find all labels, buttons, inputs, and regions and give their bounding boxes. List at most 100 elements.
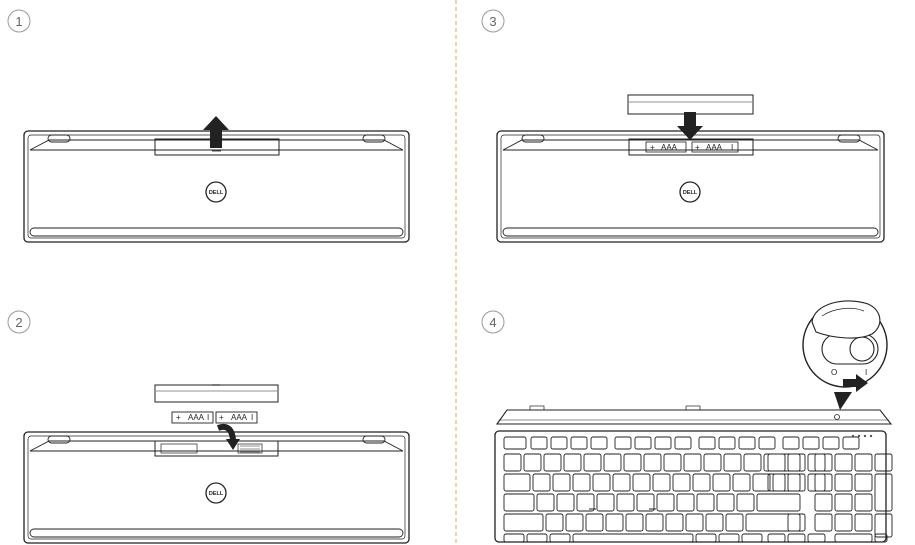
foot-right	[837, 134, 861, 143]
power-switch-dot	[834, 414, 840, 420]
keyboard-key	[526, 533, 548, 543]
foot-left	[521, 134, 545, 143]
foot-right	[362, 134, 386, 143]
keyboard-key	[732, 473, 751, 492]
keyboard-key	[572, 533, 694, 543]
keyboard-key	[632, 473, 651, 492]
keyboard-key	[854, 453, 873, 472]
keyboard-key	[563, 453, 582, 472]
svg-text:AAA: AAA	[661, 143, 678, 152]
step-number-badge: 2	[7, 310, 31, 334]
keyboard-key	[738, 436, 756, 450]
keyboard-key	[814, 473, 833, 492]
keyboard-key	[756, 493, 801, 512]
installed-battery-left: + AAA	[645, 141, 687, 153]
keyboard-key	[530, 436, 548, 450]
keyboard-key	[787, 513, 806, 532]
keyboard-key	[605, 513, 624, 532]
keyboard-key	[543, 453, 562, 472]
switch-off-label: O	[831, 368, 837, 377]
keyboard-key	[822, 436, 840, 450]
keyboard-key	[585, 513, 604, 532]
keyboard-key	[685, 513, 704, 532]
keyboard-key	[623, 453, 642, 472]
keyboard-key	[614, 436, 632, 450]
keyboard-key	[807, 473, 826, 492]
keyboard-key	[523, 453, 542, 472]
keyboard-key	[814, 493, 833, 512]
battery-compartment	[154, 440, 279, 457]
battery-cover-lifted	[154, 384, 279, 403]
foot-left	[47, 435, 71, 444]
down-arrow-icon	[677, 112, 703, 140]
switch-on-label: I	[865, 368, 867, 377]
keyboard-key	[552, 473, 571, 492]
step-3-panel: 3 + AAA + AAA I DELL	[481, 9, 885, 243]
keyboard-key	[758, 436, 776, 450]
status-led	[851, 434, 855, 438]
keyboard-key	[656, 493, 675, 512]
keyboard-underside	[496, 130, 885, 243]
keyboard-key	[842, 436, 860, 450]
keyboard-key	[503, 436, 527, 450]
status-led	[863, 434, 867, 438]
keyboard-key	[612, 473, 631, 492]
keyboard-key	[807, 453, 826, 472]
keyboard-key	[503, 453, 522, 472]
keyboard-key	[767, 533, 786, 543]
keyboard-key	[767, 453, 786, 472]
keyboard-key	[652, 473, 671, 492]
keyboard-key	[592, 473, 611, 492]
keyboard-key	[874, 453, 893, 472]
keyboard-key	[741, 533, 763, 543]
keyboard-key	[763, 453, 801, 472]
keyboard-key	[874, 533, 888, 543]
battery-right: + AAA I	[215, 411, 258, 424]
keyboard-key	[676, 493, 695, 512]
keyboard-key	[703, 453, 722, 472]
keyboard-key	[745, 513, 801, 532]
keyboard-key	[545, 513, 564, 532]
keyboard-key	[576, 493, 595, 512]
keyboard-key	[725, 513, 744, 532]
step-number: 4	[489, 315, 496, 330]
step-number: 2	[15, 315, 22, 330]
svg-text:DELL: DELL	[209, 190, 224, 196]
step-number-badge: 1	[7, 9, 31, 33]
svg-text:DELL: DELL	[683, 190, 698, 196]
svg-text:DELL: DELL	[209, 491, 224, 497]
status-led	[857, 434, 861, 438]
keyboard-key	[603, 453, 622, 472]
keyboard-key	[854, 473, 873, 492]
keyboard-key	[874, 473, 893, 512]
keyboard-key	[583, 453, 602, 472]
svg-text:AAA: AAA	[231, 413, 248, 422]
keyboard-key	[716, 493, 735, 512]
keyboard-key	[772, 473, 801, 492]
keyboard-key	[834, 453, 853, 472]
keyboard-key	[698, 436, 716, 450]
svg-text:AAA: AAA	[188, 413, 205, 422]
step-1-panel: 1 DELL	[7, 9, 410, 243]
foot-right	[362, 435, 386, 444]
keyboard-key	[814, 453, 833, 472]
keyboard-key	[572, 473, 591, 492]
keyboard-key	[718, 533, 740, 543]
svg-text:+: +	[650, 143, 655, 152]
dell-logo-icon: DELL	[205, 181, 227, 203]
keyboard-key	[787, 533, 806, 543]
keyboard-underside	[23, 431, 410, 544]
keyboard-key	[854, 493, 873, 512]
dell-logo-icon: DELL	[205, 482, 227, 504]
svg-text:+: +	[219, 413, 224, 422]
keyboard-key	[550, 436, 568, 450]
keyboard-key	[718, 436, 736, 450]
keyboard-key	[503, 513, 544, 532]
keyboard-key	[625, 513, 644, 532]
keyboard-key	[654, 436, 672, 450]
keyboard-key	[565, 513, 584, 532]
step-2-panel: 2 + AAA I + AAA I	[7, 310, 410, 544]
keyboard-key	[787, 453, 806, 472]
key-grid	[503, 434, 893, 543]
keyboard-key	[807, 533, 826, 543]
